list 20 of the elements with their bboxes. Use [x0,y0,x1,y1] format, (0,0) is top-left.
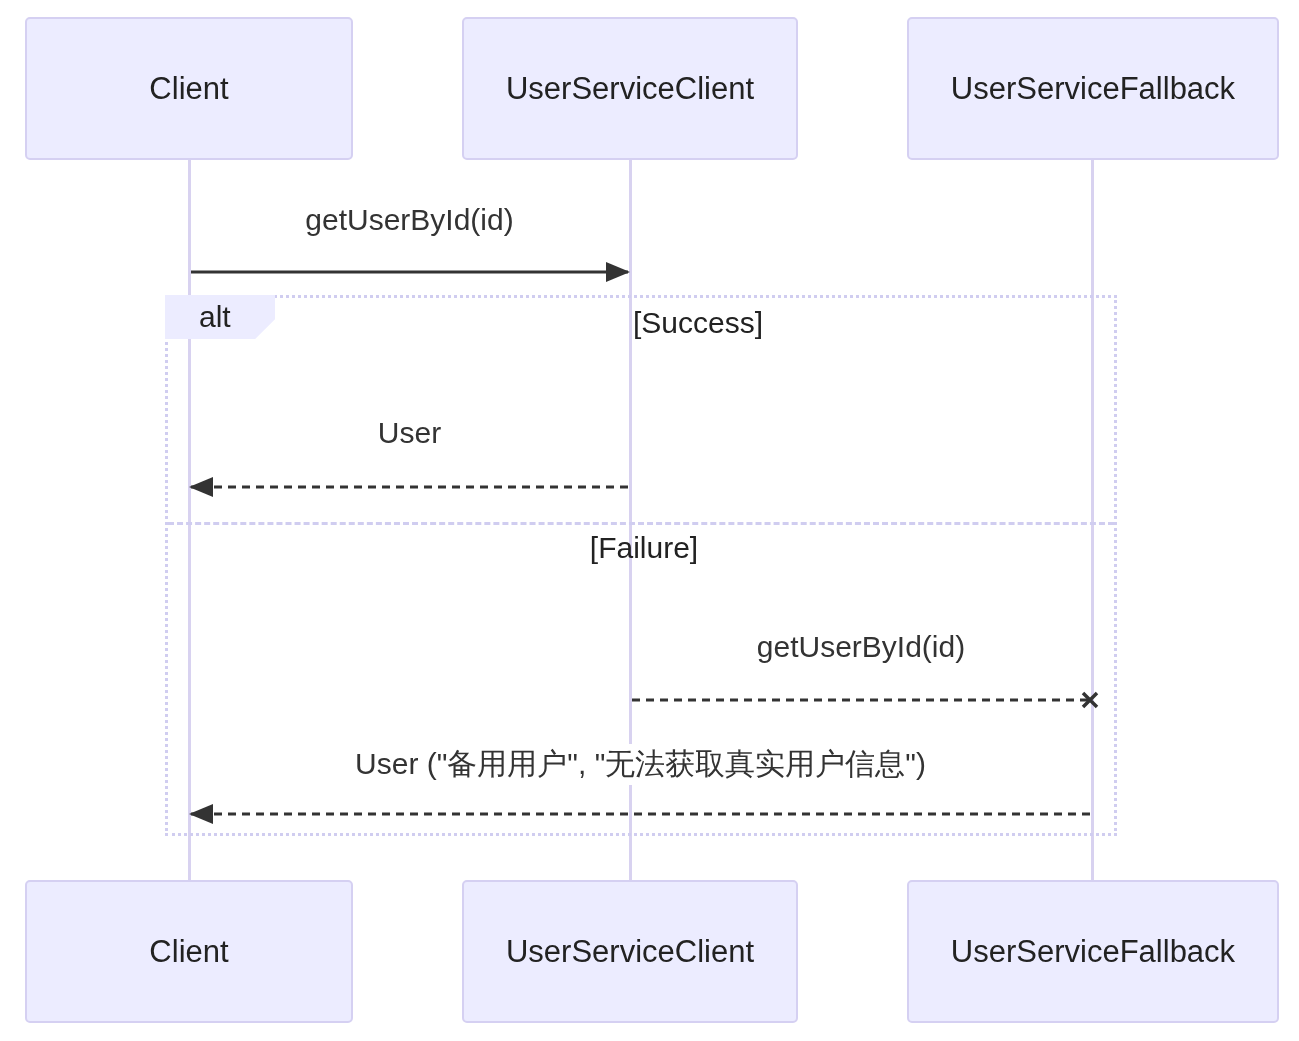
participant-name: Client [149,933,229,970]
message-arrow [189,804,1090,824]
lifeline [1090,160,1094,880]
lifeline [187,160,191,880]
participant-name: UserServiceClient [505,70,755,107]
guard-condition: [Failure] [589,531,699,565]
participant-name: Client [149,70,229,107]
participant-name: UserServiceFallback [950,933,1236,970]
participant-box [462,880,798,1023]
message-arrow [189,477,628,497]
participant-box [25,880,353,1023]
participant-name: UserServiceFallback [950,70,1236,107]
participant-box [25,17,353,160]
participant-box [907,880,1279,1023]
message-arrow [191,262,630,282]
participant-name: UserServiceClient [505,933,755,970]
guard-condition: [Success] [632,306,764,340]
frame-keyword: alt [199,300,231,334]
participant-box [462,17,798,160]
participant-box [907,17,1279,160]
